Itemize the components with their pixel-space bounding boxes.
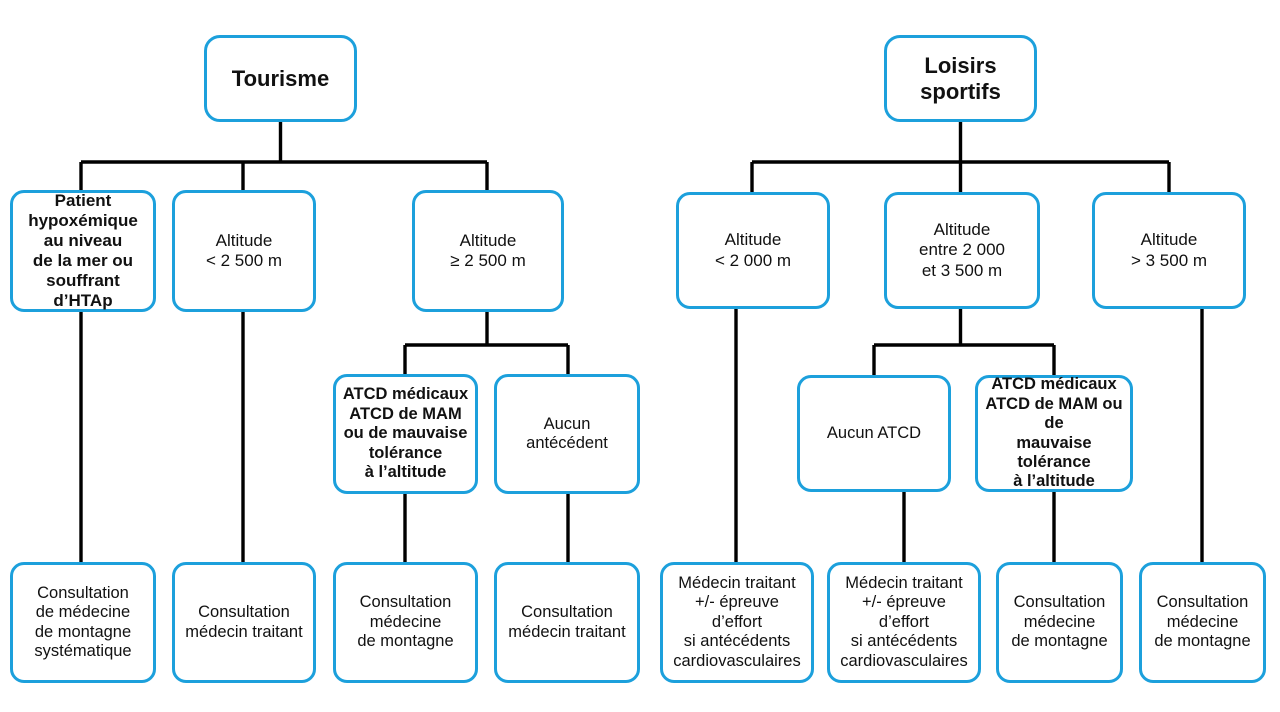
node-root-loisirs-sportifs[interactable]: Loisirs sportifs <box>884 35 1037 122</box>
node-leaf-consultation-medecine-montagne-3[interactable]: Consultation médecine de montagne <box>1139 562 1266 683</box>
node-label: ATCD médicaux ATCD de MAM ou de mauvaise… <box>342 385 469 482</box>
node-label: Consultation médecin traitant <box>185 603 303 641</box>
node-altitude-ge-2500[interactable]: Altitude ≥ 2 500 m <box>412 190 564 312</box>
node-leaf-consultation-montagne-systematique[interactable]: Consultation de médecine de montagne sys… <box>10 562 156 683</box>
node-label: Altitude ≥ 2 500 m <box>450 230 526 270</box>
node-label: Loisirs sportifs <box>920 52 1001 104</box>
node-leaf-consultation-medecin-traitant-2[interactable]: Consultation médecin traitant <box>494 562 640 683</box>
node-atcd-medicaux-loisirs[interactable]: ATCD médicaux ATCD de MAM ou de mauvaise… <box>975 375 1133 492</box>
node-leaf-consultation-medecine-montagne-2[interactable]: Consultation médecine de montagne <box>996 562 1123 683</box>
node-aucun-atcd[interactable]: Aucun ATCD <box>797 375 951 492</box>
node-root-tourisme[interactable]: Tourisme <box>204 35 357 122</box>
node-leaf-medecin-traitant-effort-2[interactable]: Médecin traitant +/- épreuve d’effort si… <box>827 562 981 683</box>
node-label: Aucun ATCD <box>826 423 922 442</box>
node-label: Consultation de médecine de montagne sys… <box>34 583 132 660</box>
node-aucun-antecedent[interactable]: Aucun antécédent <box>494 374 640 494</box>
node-leaf-consultation-medecin-traitant-1[interactable]: Consultation médecin traitant <box>172 562 316 683</box>
node-altitude-lt-2500[interactable]: Altitude < 2 500 m <box>172 190 316 312</box>
node-label: Médecin traitant +/- épreuve d’effort si… <box>673 573 801 670</box>
node-label: Consultation médecine de montagne <box>1011 593 1108 651</box>
node-label: Consultation médecine de montagne <box>1154 593 1251 651</box>
node-label: Tourisme <box>231 65 330 91</box>
node-label: Patient hypoxémique au niveau de la mer … <box>28 190 138 311</box>
node-altitude-gt-3500[interactable]: Altitude > 3 500 m <box>1092 192 1246 309</box>
node-leaf-medecin-traitant-effort-1[interactable]: Médecin traitant +/- épreuve d’effort si… <box>660 562 814 683</box>
node-patient-hypoxemique[interactable]: Patient hypoxémique au niveau de la mer … <box>10 190 156 312</box>
node-atcd-medicaux-tourisme[interactable]: ATCD médicaux ATCD de MAM ou de mauvaise… <box>333 374 478 494</box>
node-label: Aucun antécédent <box>526 414 608 452</box>
node-label: ATCD médicaux ATCD de MAM ou de mauvaise… <box>985 375 1123 491</box>
node-altitude-lt-2000[interactable]: Altitude < 2 000 m <box>676 192 830 309</box>
node-label: Altitude < 2 500 m <box>205 230 283 270</box>
node-leaf-consultation-medecine-montagne-1[interactable]: Consultation médecine de montagne <box>333 562 478 683</box>
node-label: Consultation médecin traitant <box>508 603 626 641</box>
node-altitude-2000-3500[interactable]: Altitude entre 2 000 et 3 500 m <box>884 192 1040 309</box>
node-label: Consultation médecine de montagne <box>357 593 454 651</box>
node-label: Altitude entre 2 000 et 3 500 m <box>918 220 1005 280</box>
node-label: Médecin traitant +/- épreuve d’effort si… <box>840 573 968 670</box>
node-label: Altitude > 3 500 m <box>1130 230 1208 270</box>
node-label: Altitude < 2 000 m <box>714 230 792 270</box>
